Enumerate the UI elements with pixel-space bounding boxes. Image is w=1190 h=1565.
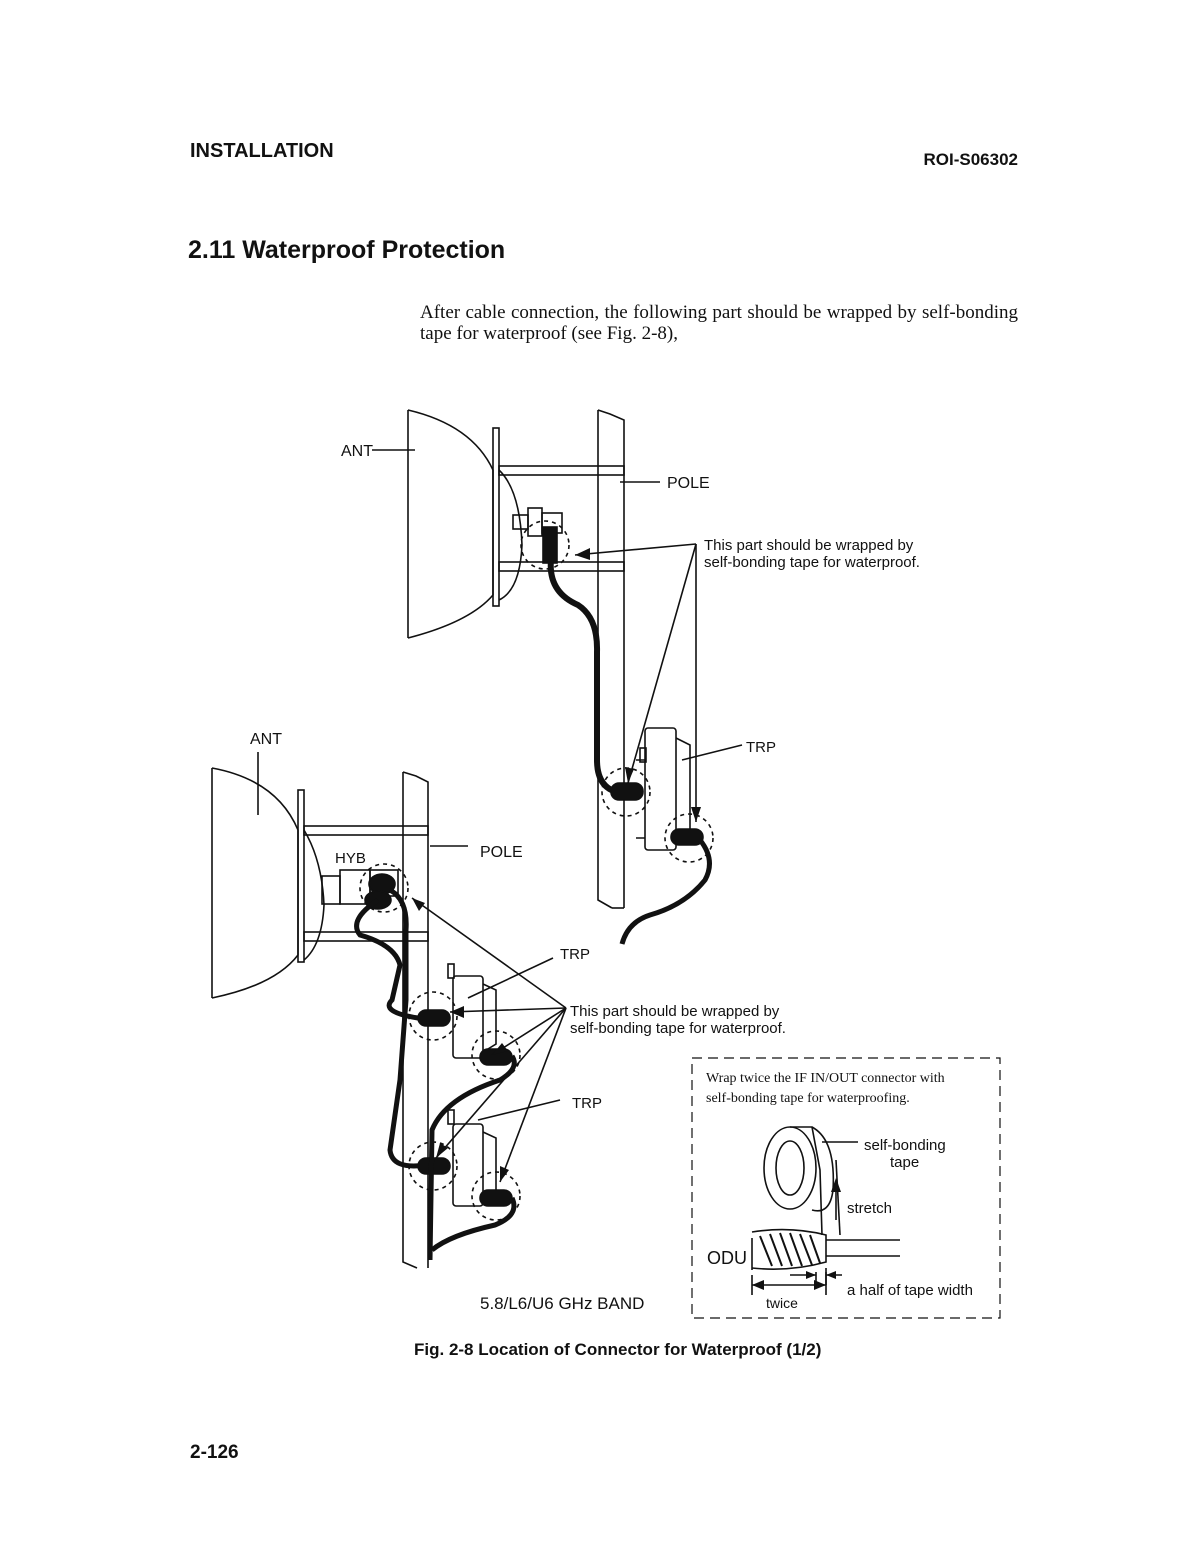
- figure-caption: Fig. 2-8 Location of Connector for Water…: [414, 1340, 822, 1359]
- page-number: 2-126: [190, 1442, 239, 1463]
- tape-label-line1: self-bonding: [864, 1137, 946, 1154]
- top-antenna-connector: [512, 507, 570, 570]
- bottom-pole-label: POLE: [480, 844, 523, 861]
- top-cable-tail: [619, 838, 712, 945]
- top-antenna: [407, 409, 523, 639]
- bottom-hybrid: [321, 863, 409, 913]
- bottom-arrowheads: [412, 898, 509, 1182]
- bottom-trp-unit-1: [408, 963, 521, 1080]
- stretch-label: stretch: [847, 1200, 892, 1217]
- bottom-cable-a: [354, 897, 419, 1021]
- band-label: 5.8/L6/U6 GHz BAND: [480, 1294, 644, 1313]
- inset-arrowheads: [752, 1271, 836, 1290]
- inset-frame: [691, 1057, 1001, 1319]
- bottom-trp-unit-2: [408, 1109, 521, 1221]
- top-trp-label: TRP: [746, 739, 776, 756]
- top-ant-label: ANT: [341, 443, 373, 460]
- bottom-cable-d: [430, 1196, 517, 1252]
- bottom-trp-label-1: TRP: [560, 946, 590, 963]
- top-trp-unit: [601, 727, 714, 863]
- top-if-cable: [547, 559, 623, 796]
- twice-label: twice: [766, 1295, 798, 1311]
- odu-label: ODU: [707, 1248, 747, 1268]
- header-section-title: INSTALLATION: [190, 140, 334, 162]
- bottom-hyb-label: HYB: [335, 850, 366, 867]
- inset-note-line1: Wrap twice the IF IN/OUT connector with: [706, 1071, 945, 1086]
- bottom-cable-b: [387, 887, 427, 1169]
- bottom-mount-brackets: [303, 825, 429, 942]
- section-title: 2.11 Waterproof Protection: [188, 236, 506, 264]
- top-leader-lines: [372, 449, 743, 822]
- bottom-cable-c: [427, 1054, 517, 1261]
- top-pole: [597, 409, 625, 909]
- tape-label-line2: tape: [890, 1154, 919, 1171]
- bottom-callout-line2: self-bonding tape for waterproof.: [570, 1020, 786, 1037]
- bottom-leader-lines: [257, 752, 567, 1183]
- top-callout-line1: This part should be wrapped by: [704, 537, 914, 554]
- intro-paragraph: After cable connection, the following pa…: [420, 302, 1018, 344]
- inset-note-line2: self-bonding tape for waterproofing.: [706, 1091, 910, 1106]
- half-width-label: a half of tape width: [847, 1282, 973, 1299]
- top-pole-label: POLE: [667, 475, 710, 492]
- top-arrowheads: [575, 548, 701, 822]
- bottom-ant-label: ANT: [250, 731, 282, 748]
- bottom-trp-label-2: TRP: [572, 1095, 602, 1112]
- top-callout-line2: self-bonding tape for waterproof.: [704, 554, 920, 571]
- odu-connector-wrap: [751, 1228, 900, 1295]
- tape-roll-icon: [763, 1126, 841, 1236]
- bottom-antenna: [211, 767, 325, 999]
- header-document-id: ROI-S06302: [923, 150, 1019, 169]
- bottom-callout-line1: This part should be wrapped by: [570, 1003, 780, 1020]
